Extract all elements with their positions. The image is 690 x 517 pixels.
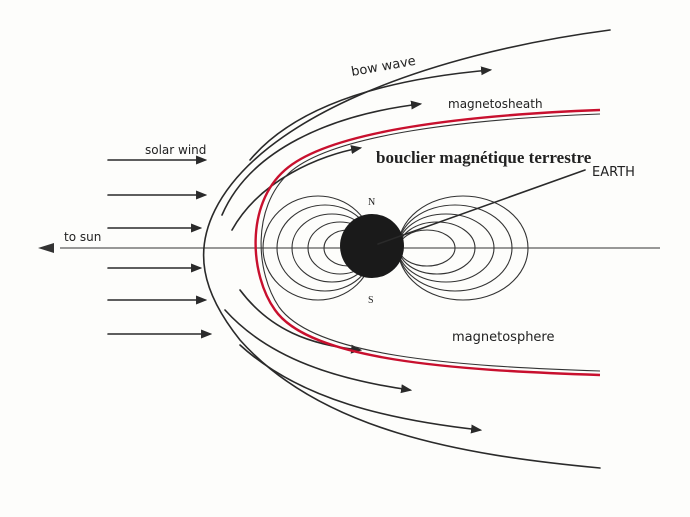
label-earth: EARTH [592, 165, 635, 180]
magnetopause-inner [260, 113, 601, 372]
to-sun-arrowhead [38, 243, 54, 253]
flow-line-lower-3 [239, 344, 483, 434]
flow-line-lower-1 [239, 289, 363, 354]
earth-globe [340, 214, 404, 278]
bow-wave-curve [202, 29, 611, 469]
earth-pointer-line [377, 169, 586, 245]
flow-line-upper-3 [231, 145, 363, 231]
label-solar-wind: solar wind [145, 143, 206, 157]
flow-line-upper-1 [249, 66, 493, 161]
label-south: S [368, 295, 374, 306]
label-north: N [368, 197, 375, 208]
label-magnetosheath: magnetosheath [448, 97, 543, 111]
label-magnetosphere: magnetosphere [452, 330, 555, 345]
label-shield: bouclier magnétique terrestre [376, 148, 592, 167]
flow-line-lower-2 [224, 309, 413, 394]
magnetic-shield-line [254, 108, 601, 377]
flow-line-upper-2 [221, 100, 423, 216]
label-to-sun: to sun [64, 230, 101, 244]
